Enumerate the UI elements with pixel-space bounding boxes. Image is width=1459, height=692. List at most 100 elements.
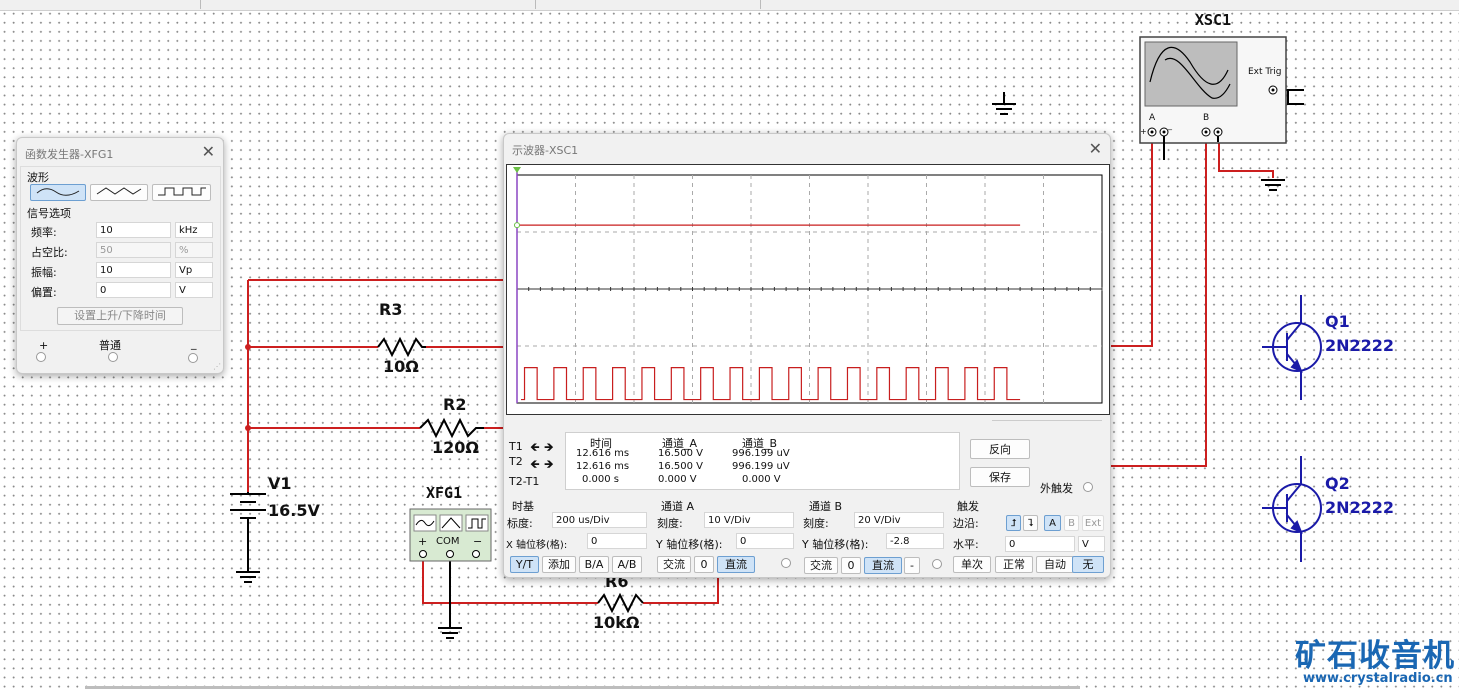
mode-yt-button[interactable]: Y/T: [510, 556, 539, 573]
cursor-delta-label: T2-T1: [509, 475, 540, 488]
mode-add-button[interactable]: 添加: [542, 556, 576, 573]
close-icon[interactable]: ✕: [201, 142, 215, 161]
header-channel-a: 通道_A: [662, 437, 698, 450]
function-generator-window[interactable]: 函数发生器-XFG1 ✕ 波形 信号选项 频率: 10 kHz 占空比: 50 …: [16, 137, 224, 374]
channel-b-scale-input[interactable]: 20 V/Div: [854, 512, 944, 528]
channel-b-connector[interactable]: [932, 559, 942, 569]
channel-a-ypos-label: Y 轴位移(格):: [656, 538, 723, 551]
offset-label: 偏置:: [31, 286, 57, 299]
trigger-mode-single-button[interactable]: 单次: [953, 556, 991, 573]
channel-b-trace: [521, 367, 1021, 401]
mode-ba-button[interactable]: B/A: [579, 556, 609, 573]
trigger-level-unit[interactable]: V: [1078, 536, 1105, 552]
oscilloscope-window[interactable]: 示波器-XSC1 ✕ T1 T2 T2-T1 🡸 🡺 🡸 🡺 时间 通道_A 通…: [503, 133, 1111, 578]
t1-move-right-icon[interactable]: 🡺: [544, 440, 554, 454]
toolbar-tab[interactable]: [535, 0, 761, 9]
trigger-mode-none-button[interactable]: 无: [1072, 556, 1104, 573]
trigger-source-a-button[interactable]: A: [1044, 515, 1061, 531]
sine-wave-button[interactable]: [30, 184, 86, 201]
resize-grip-icon[interactable]: ⋰: [213, 362, 221, 371]
q1-model: 2N2222: [1325, 336, 1395, 355]
duty-label: 占空比:: [31, 246, 68, 259]
channel-a-scale-input[interactable]: 10 V/Div: [704, 512, 794, 528]
channel-a-ypos-input[interactable]: 0: [736, 533, 794, 549]
sine-icon: [36, 188, 80, 196]
mode-ab-button[interactable]: A/B: [612, 556, 642, 573]
v1-label: V1: [268, 474, 292, 493]
freq-input[interactable]: 10: [96, 222, 171, 238]
wire: [422, 560, 598, 604]
channel-b-scale-label: 刻度:: [803, 517, 829, 530]
channel-b-zero-button[interactable]: 0: [841, 557, 861, 574]
wire: [643, 577, 719, 604]
freq-unit-select[interactable]: kHz: [175, 222, 213, 238]
reverse-button[interactable]: 反向: [970, 439, 1030, 459]
xfg1-com-label: COM: [436, 536, 460, 547]
xfg1-label: XFG1: [426, 484, 463, 502]
terminal-minus-connector[interactable]: [188, 353, 198, 363]
amplitude-label: 振幅:: [31, 266, 57, 279]
terminal-plus-connector[interactable]: [36, 352, 46, 362]
terminal-plus-label: +: [1140, 127, 1147, 136]
x-position-label: X 轴位移(格):: [506, 540, 568, 551]
offset-input[interactable]: 0: [96, 282, 171, 298]
watermark-title: 矿石收音机: [1295, 638, 1455, 674]
channel-b-ypos-label: Y 轴位移(格):: [802, 538, 869, 551]
channel-b-ypos-input[interactable]: -2.8: [886, 533, 944, 549]
toolbar-tab[interactable]: [200, 0, 536, 9]
trigger-source-ext-button[interactable]: Ext: [1082, 515, 1104, 531]
t1-channel-a: 16.500 V: [658, 448, 704, 459]
offset-unit-select[interactable]: V: [175, 282, 213, 298]
r6-value: 10kΩ: [593, 613, 640, 632]
waveform-label: 波形: [27, 171, 49, 184]
terminal-common-label: 普通: [99, 339, 121, 352]
save-button[interactable]: 保存: [970, 467, 1030, 487]
ext-trigger-connector[interactable]: [1083, 482, 1093, 492]
t2-channel-a: 16.500 V: [658, 461, 704, 472]
t1-move-left-icon[interactable]: 🡸: [530, 440, 540, 454]
toolbar-tab[interactable]: [0, 0, 201, 9]
trigger-mode-auto-button[interactable]: 自动: [1036, 556, 1074, 573]
resistor-r6: [597, 592, 644, 614]
triangle-wave-button[interactable]: [90, 184, 148, 201]
toolbar-strip: [0, 0, 1459, 11]
timebase-scale-label: 标度:: [507, 517, 533, 530]
trigger-source-b-button[interactable]: B: [1064, 515, 1079, 531]
amplitude-input[interactable]: 10: [96, 262, 171, 278]
t2-move-left-icon[interactable]: 🡸: [530, 457, 540, 471]
ext-trigger-label: 外触发: [1040, 482, 1073, 495]
scope-display[interactable]: [506, 164, 1110, 415]
falling-edge-icon[interactable]: ⮧: [1023, 515, 1038, 531]
amplitude-unit-select[interactable]: Vp: [175, 262, 213, 278]
v1-value: 16.5V: [268, 501, 320, 520]
close-icon[interactable]: ✕: [1088, 139, 1102, 158]
t2-move-right-icon[interactable]: 🡺: [544, 457, 554, 471]
trigger-mode-normal-button[interactable]: 正常: [995, 556, 1033, 573]
terminal-plus-label: +: [39, 339, 49, 352]
square-wave-button[interactable]: [152, 184, 211, 201]
timebase-scale-input[interactable]: 200 us/Div: [552, 512, 647, 528]
channel-b-ac-button[interactable]: 交流: [804, 557, 838, 574]
terminal-common-connector[interactable]: [108, 352, 118, 362]
ext-trig-label: Ext Trig: [1248, 67, 1282, 77]
trigger-level-input[interactable]: 0: [1005, 536, 1075, 552]
rise-fall-time-button[interactable]: 设置上升/下降时间: [57, 307, 183, 325]
channel-a-zero-button[interactable]: 0: [694, 556, 714, 573]
waveform-plot: [513, 167, 1103, 404]
channel-b-dc-button[interactable]: 直流: [864, 557, 902, 574]
channel-a-dc-button[interactable]: 直流: [717, 556, 755, 573]
resistor-r2: [419, 417, 484, 439]
wire: [1110, 142, 1153, 347]
window-title: 示波器-XSC1: [512, 144, 579, 157]
rising-edge-icon[interactable]: ⮥: [1006, 515, 1021, 531]
xfg1-plus-label: +: [418, 535, 428, 548]
x-position-input[interactable]: 0: [587, 533, 647, 549]
ground-symbol: [438, 627, 462, 639]
channel-a-connector[interactable]: [781, 558, 791, 568]
wire: [1218, 142, 1274, 178]
trigger-title: 触发: [957, 500, 979, 513]
horizontal-scrollbar: [85, 686, 1080, 689]
channel-b-invert-button[interactable]: -: [904, 557, 920, 574]
channel-a-ac-button[interactable]: 交流: [657, 556, 691, 573]
